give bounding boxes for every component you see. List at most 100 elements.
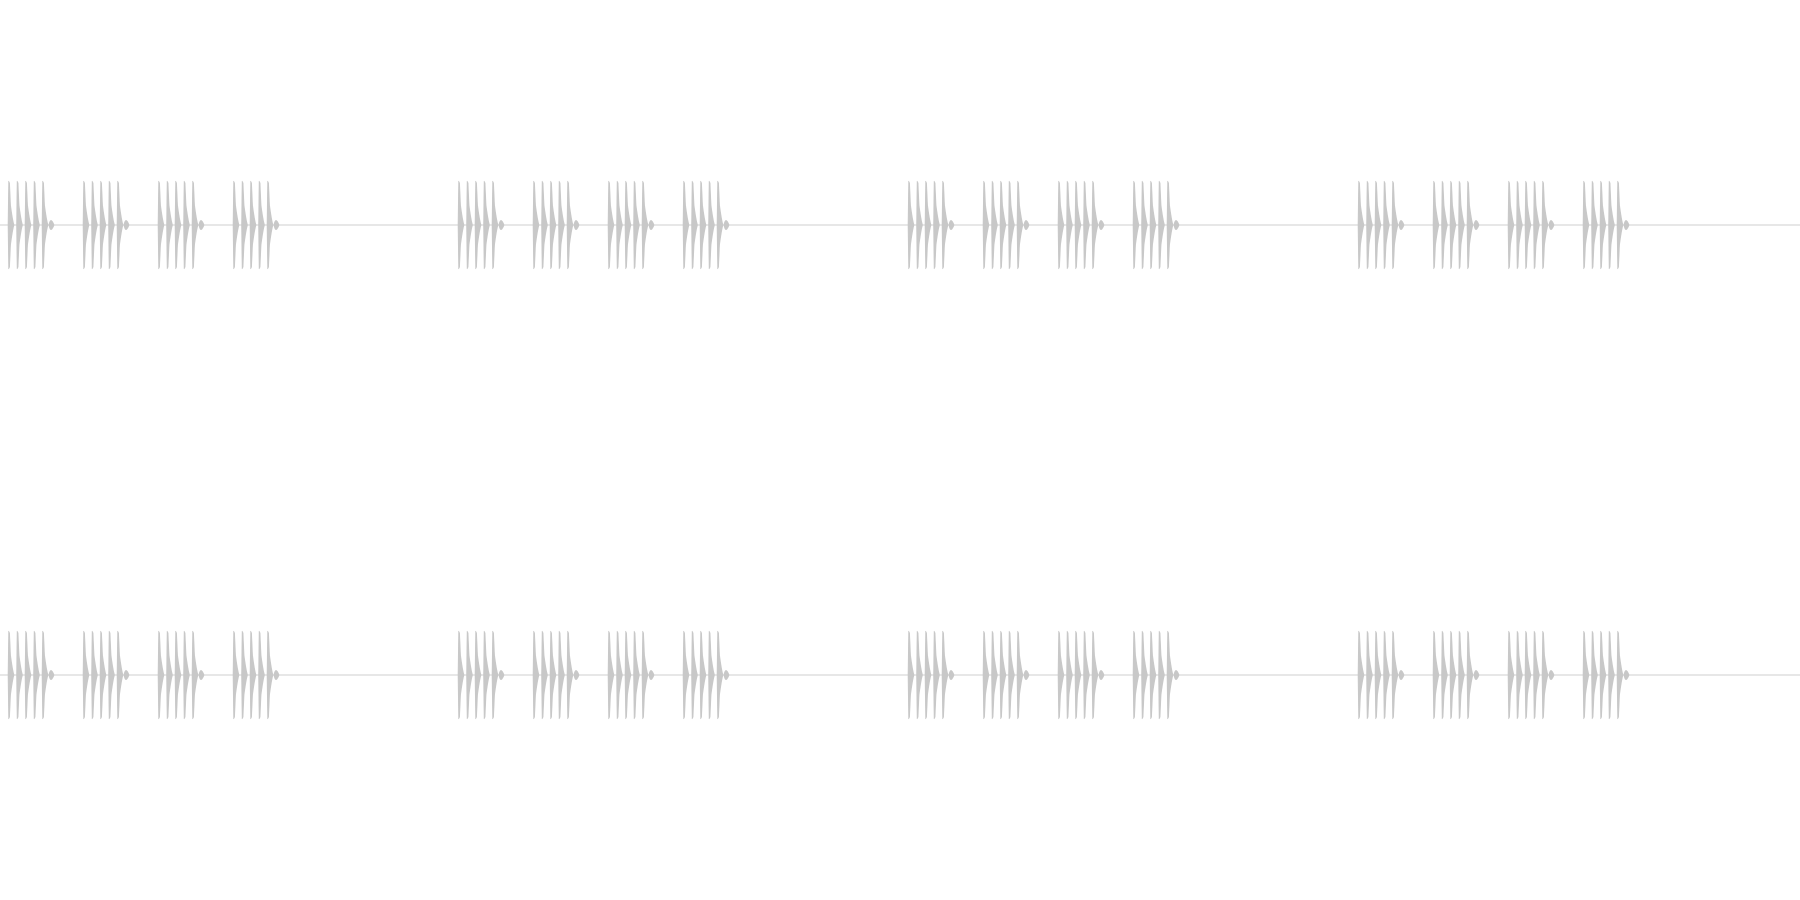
waveform-tail: [198, 220, 205, 230]
waveform-pulse: [1507, 180, 1515, 270]
waveform-tail: [1098, 220, 1105, 230]
waveform-pulse: [483, 630, 490, 720]
waveform-pulse: [1074, 630, 1082, 720]
waveform-pulse: [1166, 630, 1174, 720]
waveform-pulse: [41, 180, 49, 270]
waveform-pulse: [166, 180, 173, 270]
waveform-pulse: [16, 180, 23, 270]
waveform-burst: [1357, 180, 1405, 270]
waveform-tail: [498, 220, 505, 230]
waveform-pulse: [466, 180, 473, 270]
waveform-pulse: [1141, 630, 1148, 720]
waveform-burst: [157, 630, 205, 720]
waveform-pulse: [1374, 630, 1382, 720]
waveform-pulse: [1608, 180, 1615, 270]
waveform-pulse: [1458, 630, 1465, 720]
waveform-pulse: [1582, 180, 1590, 270]
audio-channel-1[interactable]: [0, 180, 1800, 270]
waveform-pulse: [491, 630, 499, 720]
waveform-tail: [948, 670, 955, 680]
waveform-pulse: [541, 630, 548, 720]
waveform-pulse: [982, 630, 990, 720]
waveform-burst: [1132, 630, 1180, 720]
waveform-pulse: [941, 180, 949, 270]
waveform-pulse: [1466, 180, 1474, 270]
waveform-pulse: [991, 630, 998, 720]
waveform-burst: [7, 630, 55, 720]
waveform-pulse: [33, 180, 40, 270]
waveform-pulse: [183, 180, 190, 270]
waveform-pulse: [1149, 630, 1157, 720]
waveform-pulse: [941, 630, 949, 720]
waveform-pulse: [1366, 630, 1373, 720]
waveform-pulse: [1057, 180, 1065, 270]
waveform-tail: [198, 670, 205, 680]
waveform-pulse: [633, 180, 640, 270]
waveform-burst: [1507, 180, 1555, 270]
waveform-tail: [123, 670, 130, 680]
waveform-pulse: [1507, 630, 1515, 720]
waveform-burst: [1132, 180, 1180, 270]
waveform-tail: [273, 220, 280, 230]
waveform-pulse: [916, 180, 923, 270]
waveform-pulse: [607, 630, 615, 720]
waveform-pulse: [1533, 630, 1540, 720]
waveform-pulse: [1132, 180, 1140, 270]
waveform-tail: [723, 670, 730, 680]
waveform-pulse: [1083, 630, 1090, 720]
waveform-pulse: [1591, 180, 1598, 270]
waveform-pulse: [933, 630, 940, 720]
waveform-pulse: [1366, 180, 1373, 270]
waveform-pulse: [907, 180, 915, 270]
waveform-pulse: [232, 630, 240, 720]
waveform-burst: [232, 630, 280, 720]
waveform-pulse: [241, 630, 248, 720]
waveform-pulse: [541, 180, 548, 270]
waveform-pulse: [16, 630, 23, 720]
waveform-burst: [1357, 630, 1405, 720]
waveform-pulse: [716, 630, 724, 720]
waveform-pulse: [108, 180, 115, 270]
waveform-tail: [1398, 220, 1405, 230]
waveform-pulse: [1516, 630, 1523, 720]
waveform-burst: [82, 180, 130, 270]
waveform-pulse: [191, 630, 199, 720]
waveform-tail: [723, 220, 730, 230]
waveform-pulse: [1166, 180, 1174, 270]
waveform-tail: [1548, 670, 1555, 680]
waveform-pulse: [558, 630, 565, 720]
waveform-burst: [682, 630, 730, 720]
waveform-pulse: [1383, 180, 1390, 270]
waveform-pulse: [1016, 180, 1024, 270]
waveform-pulse: [566, 630, 574, 720]
audio-channel-2[interactable]: [0, 630, 1800, 720]
waveform-tail: [648, 670, 655, 680]
waveform-tail: [1398, 670, 1405, 680]
waveform-pulse: [91, 180, 98, 270]
waveform-pulse: [1441, 630, 1448, 720]
burst-group: [1357, 630, 1630, 720]
waveform-pulse: [1458, 180, 1465, 270]
waveform-pulse: [549, 630, 557, 720]
waveform-pulse: [157, 630, 165, 720]
waveform-pulse: [1141, 180, 1148, 270]
waveform-burst: [7, 180, 55, 270]
waveform-pulse: [1057, 630, 1065, 720]
waveform-pulse: [624, 630, 632, 720]
waveform-pulse: [232, 180, 240, 270]
waveform-burst: [157, 180, 205, 270]
waveform-pulse: [641, 180, 649, 270]
burst-group: [907, 630, 1180, 720]
waveform-burst: [457, 180, 505, 270]
waveform-pulse: [116, 630, 124, 720]
waveform-pulse: [7, 180, 15, 270]
waveform-pulse: [174, 180, 182, 270]
waveform-tail: [48, 220, 55, 230]
waveform-pulse: [1541, 630, 1549, 720]
waveform-tail: [498, 670, 505, 680]
waveform-burst: [607, 630, 655, 720]
waveform-pulse: [457, 180, 465, 270]
waveform-pulse: [258, 180, 265, 270]
